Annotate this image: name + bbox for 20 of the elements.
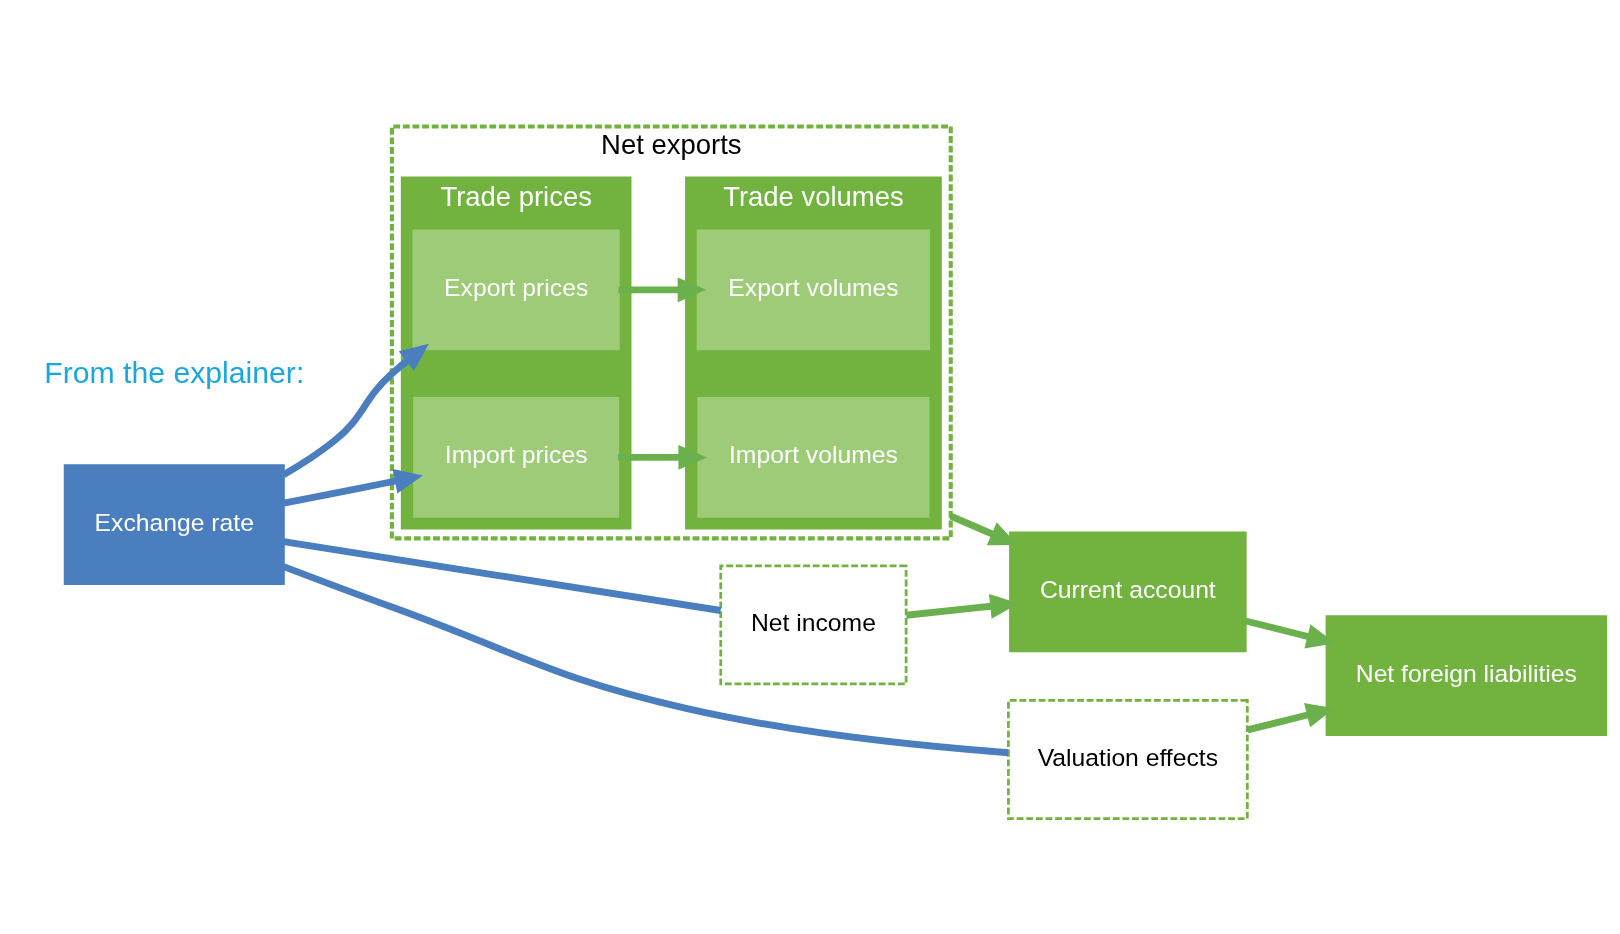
- node-box: Net income: [719, 564, 908, 686]
- node-box: Export volumes: [696, 229, 931, 351]
- arrow: [618, 444, 707, 470]
- connector: [282, 563, 1009, 757]
- node-box: Export prices: [412, 229, 620, 351]
- node-box: Current account: [1009, 531, 1247, 653]
- node-box: Net foreign liabilities: [1325, 615, 1608, 737]
- node-box: Import volumes: [697, 396, 930, 518]
- node-box: Valuation effects: [1007, 699, 1249, 820]
- arrow: [283, 468, 423, 507]
- arrow: [905, 593, 1019, 619]
- label: From the explainer:: [44, 355, 305, 389]
- node-box: Exchange rate: [63, 464, 285, 586]
- arrow: [949, 512, 1018, 546]
- arrow: [1244, 617, 1336, 649]
- node-box: Import prices: [413, 396, 620, 518]
- arrow: [618, 277, 707, 303]
- arrow: [1246, 703, 1335, 734]
- arrow: [281, 343, 429, 478]
- connector: [283, 538, 722, 614]
